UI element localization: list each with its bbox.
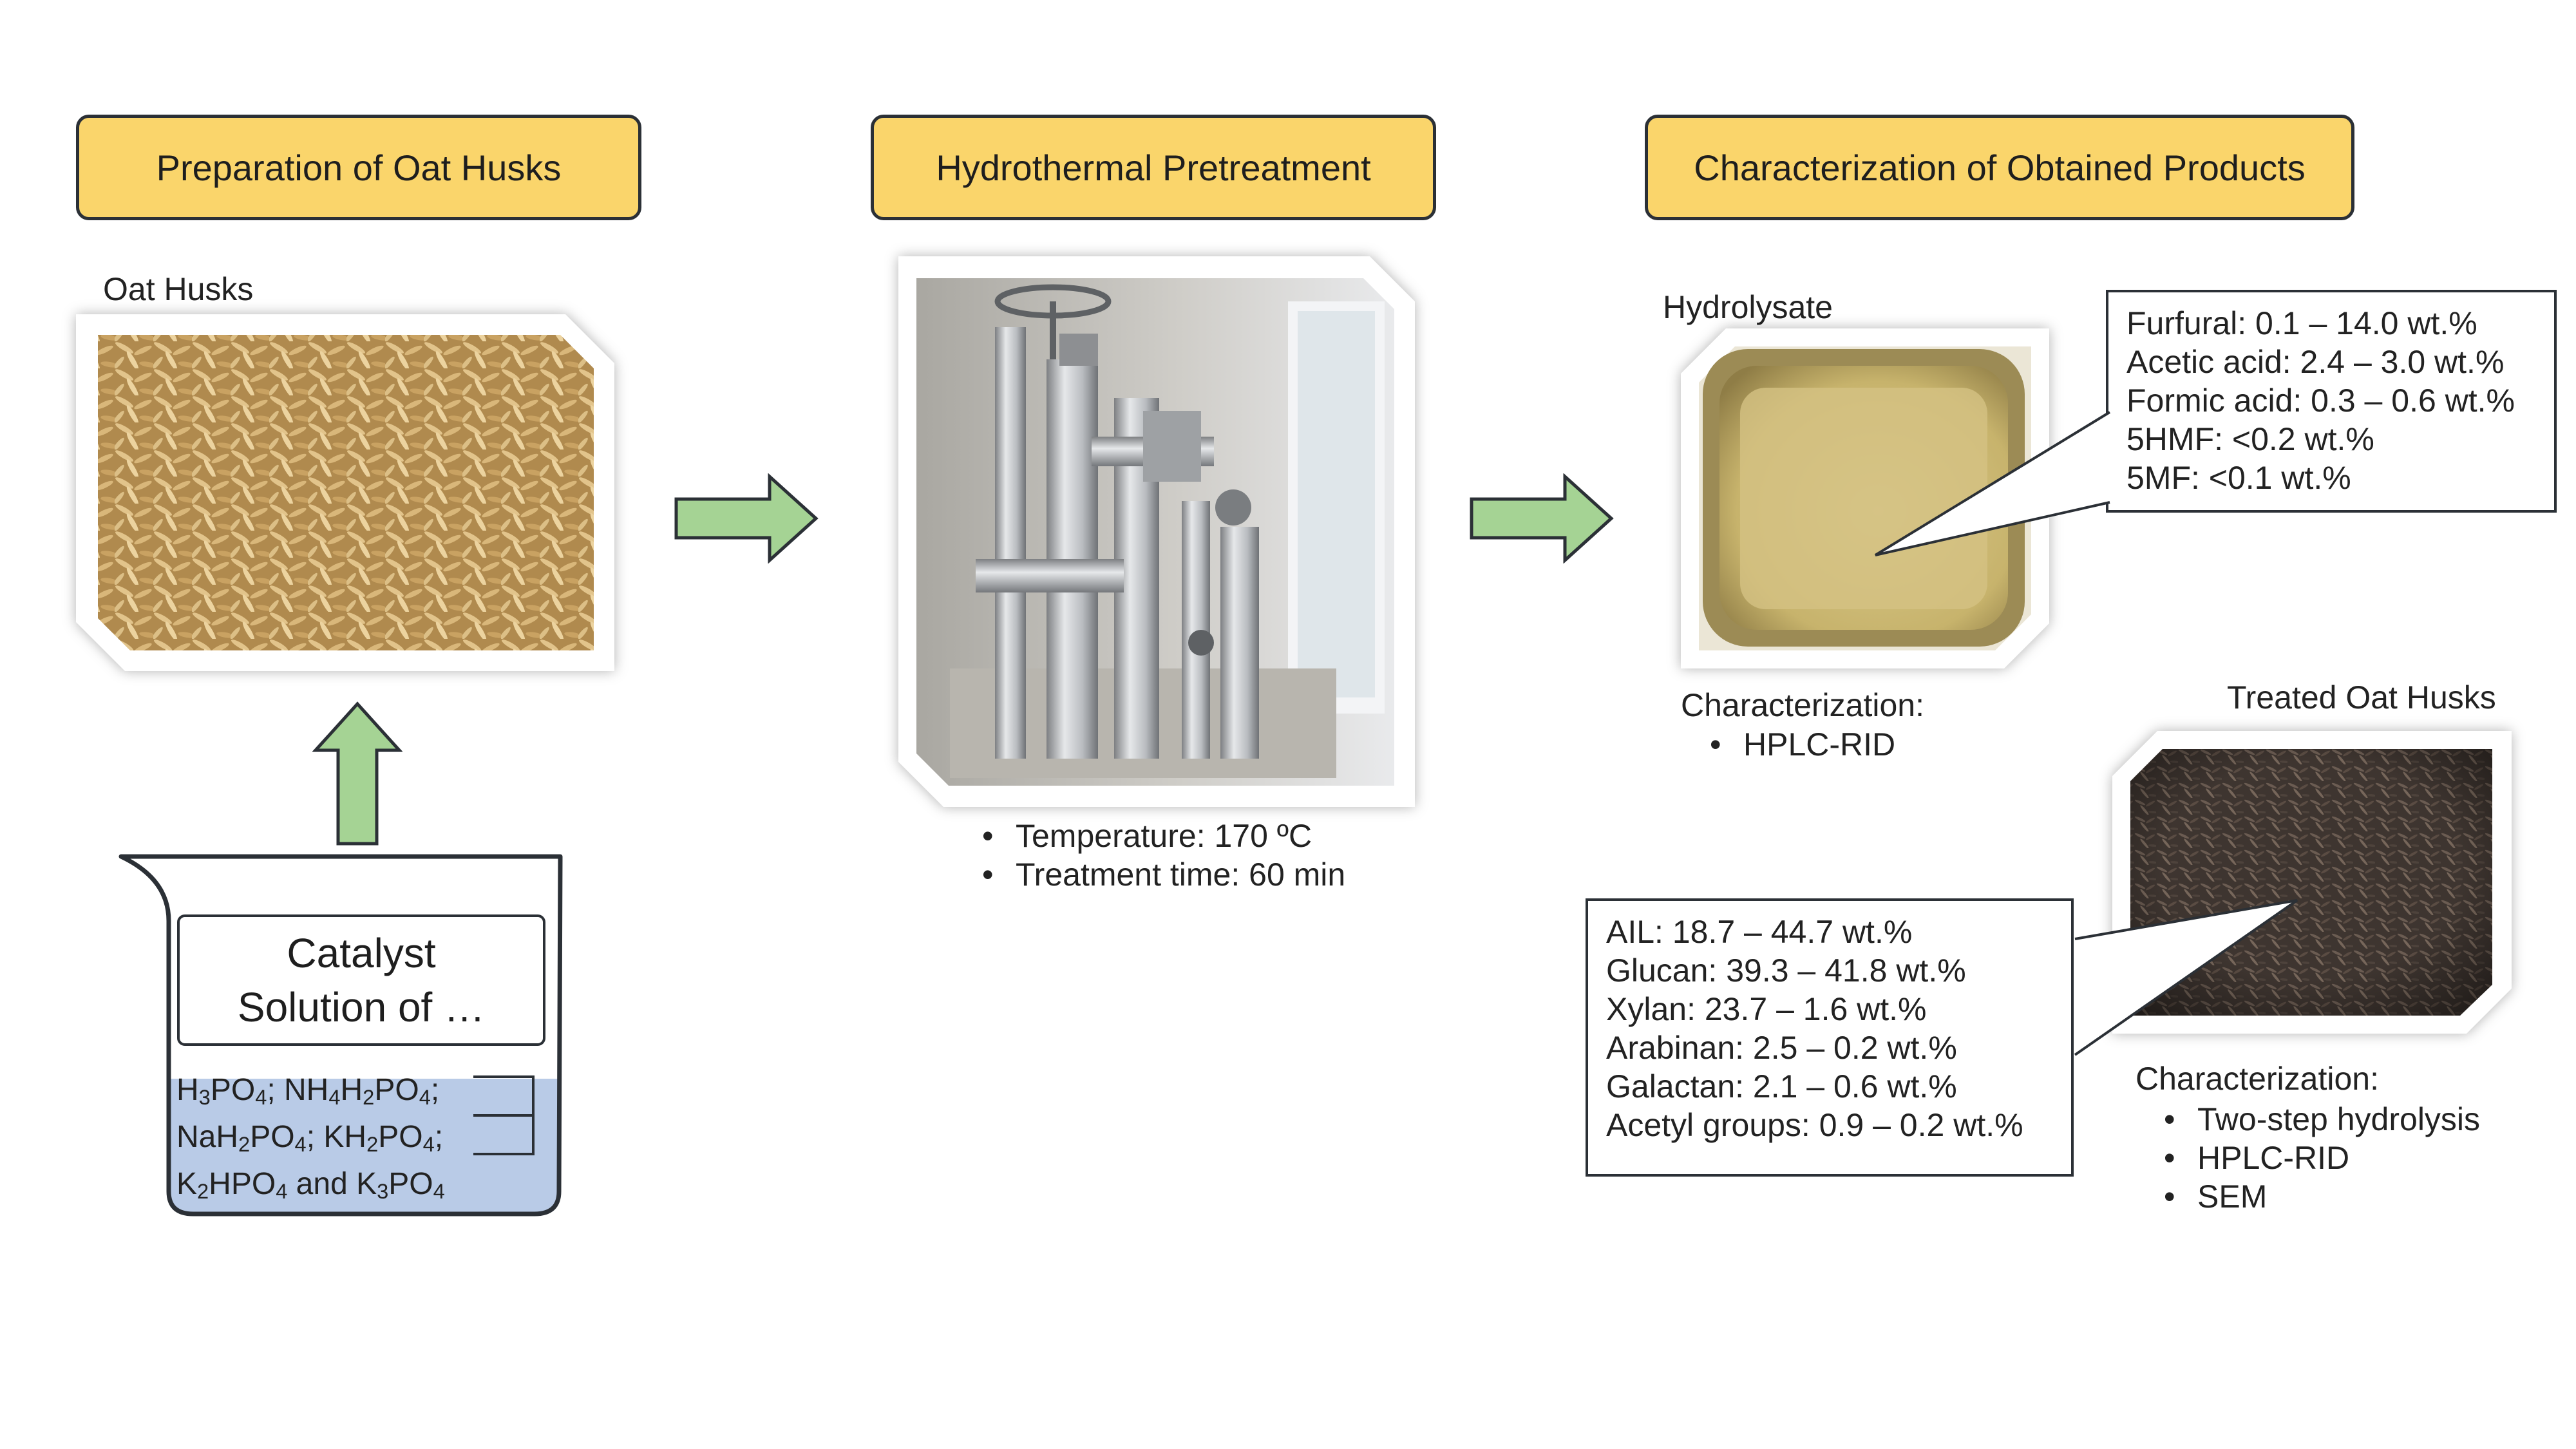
right-arrow-icon xyxy=(674,473,819,564)
list-item: Galactan: 2.1 – 0.6 wt.% xyxy=(1606,1068,1957,1104)
stage-box-characterization: Characterization of Obtained Products xyxy=(1645,115,2354,220)
oat-husks-photo xyxy=(76,314,614,671)
reactor-photo xyxy=(898,256,1415,807)
list-item: •Two-step hydrolysis xyxy=(2164,1101,2481,1137)
list-item: •Temperature: 170 ºC xyxy=(982,818,1312,854)
callout-pointer xyxy=(1874,411,2111,556)
list-item: Glucan: 39.3 – 41.8 wt.% xyxy=(1606,952,1966,989)
beaker-label-box: Catalyst Solution of … xyxy=(177,914,545,1046)
list-item: Formic acid: 0.3 – 0.6 wt.% xyxy=(2126,383,2515,419)
right-arrow-icon xyxy=(1470,473,1614,564)
list-item: AIL: 18.7 – 44.7 wt.% xyxy=(1606,914,1913,950)
catalyst-line-1: H3PO4; NH4H2PO4; xyxy=(176,1073,440,1110)
stage-title-hydrothermal: Hydrothermal Pretreatment xyxy=(936,147,1371,188)
catalyst-line-3: K2HPO4 and K3PO4 xyxy=(176,1167,445,1204)
stage-box-preparation: Preparation of Oat Husks xyxy=(76,115,641,220)
list-item: Acetic acid: 2.4 – 3.0 wt.% xyxy=(2126,344,2505,380)
hydrolysate-char-title: Characterization: xyxy=(1681,687,1924,723)
hydrolysate-char-list: •HPLC-RID xyxy=(1710,725,1895,764)
beaker-label-line1: Catalyst xyxy=(287,930,436,976)
list-item: •HPLC-RID xyxy=(2164,1140,2350,1176)
list-item: •SEM xyxy=(2164,1179,2268,1215)
pretreatment-conditions: •Temperature: 170 ºC •Treatment time: 60… xyxy=(982,817,1345,894)
catalyst-line-2: NaH2PO4; KH2PO4; xyxy=(176,1120,444,1157)
list-item: 5HMF: <0.2 wt.% xyxy=(2126,421,2374,457)
catalyst-beaker: Catalyst Solution of … H3PO4; NH4H2PO4; … xyxy=(116,850,567,1224)
list-item: Acetyl groups: 0.9 – 0.2 wt.% xyxy=(1606,1107,2023,1143)
callout-pointer xyxy=(2074,899,2298,1056)
treated-char-title: Characterization: xyxy=(2136,1061,2379,1097)
beaker-label-line2: Solution of … xyxy=(237,984,486,1030)
stage-title-preparation: Preparation of Oat Husks xyxy=(156,147,562,188)
list-item: Furfural: 0.1 – 14.0 wt.% xyxy=(2126,305,2477,341)
hydrolysate-label: Hydrolysate xyxy=(1663,289,1833,325)
treated-char-list: •Two-step hydrolysis •HPLC-RID •SEM xyxy=(2164,1100,2480,1216)
treated-oat-husks-label: Treated Oat Husks xyxy=(2227,679,2496,715)
treated-composition-box: AIL: 18.7 – 44.7 wt.% Glucan: 39.3 – 41.… xyxy=(1586,898,2074,1177)
list-item: •Treatment time: 60 min xyxy=(982,857,1346,893)
up-arrow-icon xyxy=(312,701,402,846)
stage-box-hydrothermal: Hydrothermal Pretreatment xyxy=(871,115,1436,220)
list-item: •HPLC-RID xyxy=(1710,726,1896,762)
list-item: Arabinan: 2.5 – 0.2 wt.% xyxy=(1606,1030,1957,1066)
hydrolysate-composition-box: Furfural: 0.1 – 14.0 wt.% Acetic acid: 2… xyxy=(2106,290,2557,513)
oat-husks-label: Oat Husks xyxy=(103,271,254,307)
catalyst-list: H3PO4; NH4H2PO4; NaH2PO4; KH2PO4; K2HPO4… xyxy=(176,1070,445,1212)
stage-title-characterization: Characterization of Obtained Products xyxy=(1694,147,2306,188)
list-item: Xylan: 23.7 – 1.6 wt.% xyxy=(1606,991,1927,1027)
hydrolysate-photo xyxy=(1681,328,2049,668)
list-item: 5MF: <0.1 wt.% xyxy=(2126,460,2351,496)
